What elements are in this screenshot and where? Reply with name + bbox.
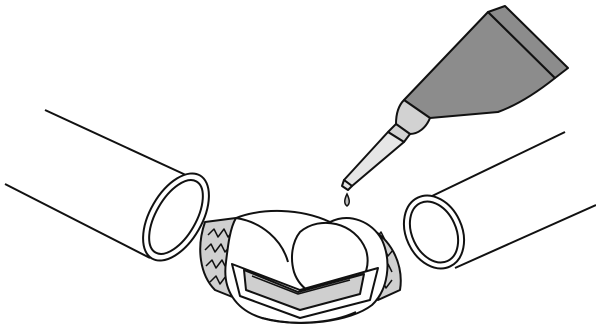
elbow-connector-icon: [200, 211, 401, 323]
left-pipe-icon: [5, 110, 223, 272]
glue-tube-icon: [342, 6, 568, 190]
glue-drop-icon: [345, 194, 350, 206]
right-pipe-icon: [393, 132, 596, 278]
